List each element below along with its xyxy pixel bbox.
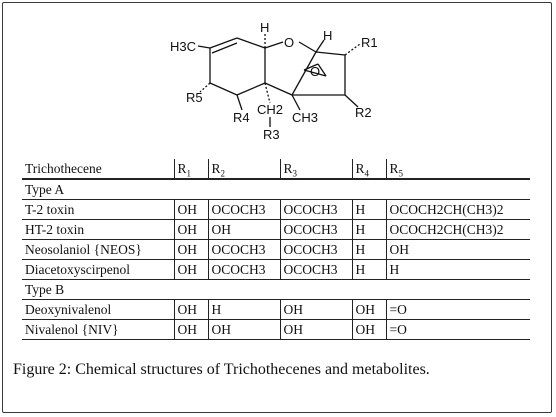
cell-r1: OH [173, 239, 208, 260]
label-ch2: CH2 [257, 102, 283, 117]
cell-r3: OCOCH3 [279, 239, 352, 260]
figure-frame [2, 2, 552, 413]
cell-r3: OCOCH3 [279, 199, 352, 220]
cell-name: Deoxynivalenol [22, 299, 174, 320]
label-ch3: CH3 [292, 110, 318, 125]
header-r3: R3 [279, 159, 352, 180]
chemical-structure: H O H R1 H3C O R5 R4 CH2 CH3 R2 R3 [0, 0, 556, 150]
cell-r1: OH [173, 219, 208, 240]
label-o-epoxide: O [310, 64, 320, 79]
cell-r3: OCOCH3 [279, 259, 352, 280]
table-header-row: Trichothecene R1 R2 R3 R4 R5 [22, 159, 530, 180]
group-row-type-a: Type A [22, 179, 530, 200]
cell-r4: OH [351, 319, 386, 340]
cell-name: T-2 toxin [22, 199, 174, 220]
cell-r4: OH [351, 299, 386, 320]
cell-r3: OH [279, 319, 352, 340]
header-r4: R4 [351, 159, 386, 180]
cell-r4: H [351, 199, 386, 220]
label-r5: R5 [186, 90, 203, 105]
cell-r5: =O [385, 319, 530, 340]
label-r1: R1 [361, 35, 378, 50]
cell-r1: OH [173, 259, 208, 280]
header-trichothecene: Trichothecene [22, 159, 174, 180]
cell-r2: OH [207, 319, 280, 340]
trichothecene-skeleton-drawing: H O H R1 H3C O R5 R4 CH2 CH3 R2 R3 [170, 20, 378, 142]
cell-name: HT-2 toxin [22, 219, 174, 240]
table-row: HT-2 toxin OH OH OCOCH3 H OCOCH2CH(CH3)2 [22, 219, 530, 240]
group-label: Type A [22, 179, 530, 200]
caption-text: Chemical structures of Trichothecenes an… [75, 361, 430, 378]
cell-r5: OH [385, 239, 530, 260]
table-row: Diacetoxyscirpenol OH OCOCH3 OCOCH3 H H [22, 259, 530, 280]
header-r1: R1 [173, 159, 208, 180]
substituent-table: Trichothecene R1 R2 R3 R4 R5 Type A T-2 … [22, 159, 530, 340]
figure-caption: Figure 2: Chemical structures of Trichot… [13, 361, 430, 379]
caption-label: Figure 2: [13, 361, 72, 378]
cell-r5: OCOCH2CH(CH3)2 [385, 219, 530, 240]
cell-r4: H [351, 239, 386, 260]
cell-r1: OH [173, 299, 208, 320]
cell-r2: OCOCH3 [207, 259, 280, 280]
label-r3: R3 [263, 127, 280, 142]
label-h-top: H [260, 20, 269, 35]
cell-r3: OH [279, 299, 352, 320]
table-row: Deoxynivalenol OH H OH OH =O [22, 299, 530, 320]
header-r2: R2 [207, 159, 280, 180]
cell-r1: OH [173, 319, 208, 340]
table-row: Neosolaniol {NEOS} OH OCOCH3 OCOCH3 H OH [22, 239, 530, 260]
cell-r1: OH [173, 199, 208, 220]
group-row-type-b: Type B [22, 279, 530, 300]
group-label: Type B [22, 279, 530, 300]
cell-r2: OH [207, 219, 280, 240]
table-row: Nivalenol {NIV} OH OH OH OH =O [22, 319, 530, 340]
cell-name: Neosolaniol {NEOS} [22, 239, 174, 260]
cell-r5: =O [385, 299, 530, 320]
header-r5: R5 [385, 159, 530, 180]
cell-name: Nivalenol {NIV} [22, 319, 174, 340]
label-h3c: H3C [170, 39, 196, 54]
cell-name: Diacetoxyscirpenol [22, 259, 174, 280]
table-row: T-2 toxin OH OCOCH3 OCOCH3 H OCOCH2CH(CH… [22, 199, 530, 220]
label-h-right: H [323, 28, 332, 43]
cell-r2: OCOCH3 [207, 239, 280, 260]
cell-r5: OCOCH2CH(CH3)2 [385, 199, 530, 220]
cell-r4: H [351, 259, 386, 280]
cell-r2: H [207, 299, 280, 320]
label-r2: R2 [355, 105, 372, 120]
cell-r5: H [385, 259, 530, 280]
cell-r3: OCOCH3 [279, 219, 352, 240]
cell-r2: OCOCH3 [207, 199, 280, 220]
label-o-ring: O [284, 35, 294, 50]
label-r4: R4 [233, 110, 250, 125]
cell-r4: H [351, 219, 386, 240]
